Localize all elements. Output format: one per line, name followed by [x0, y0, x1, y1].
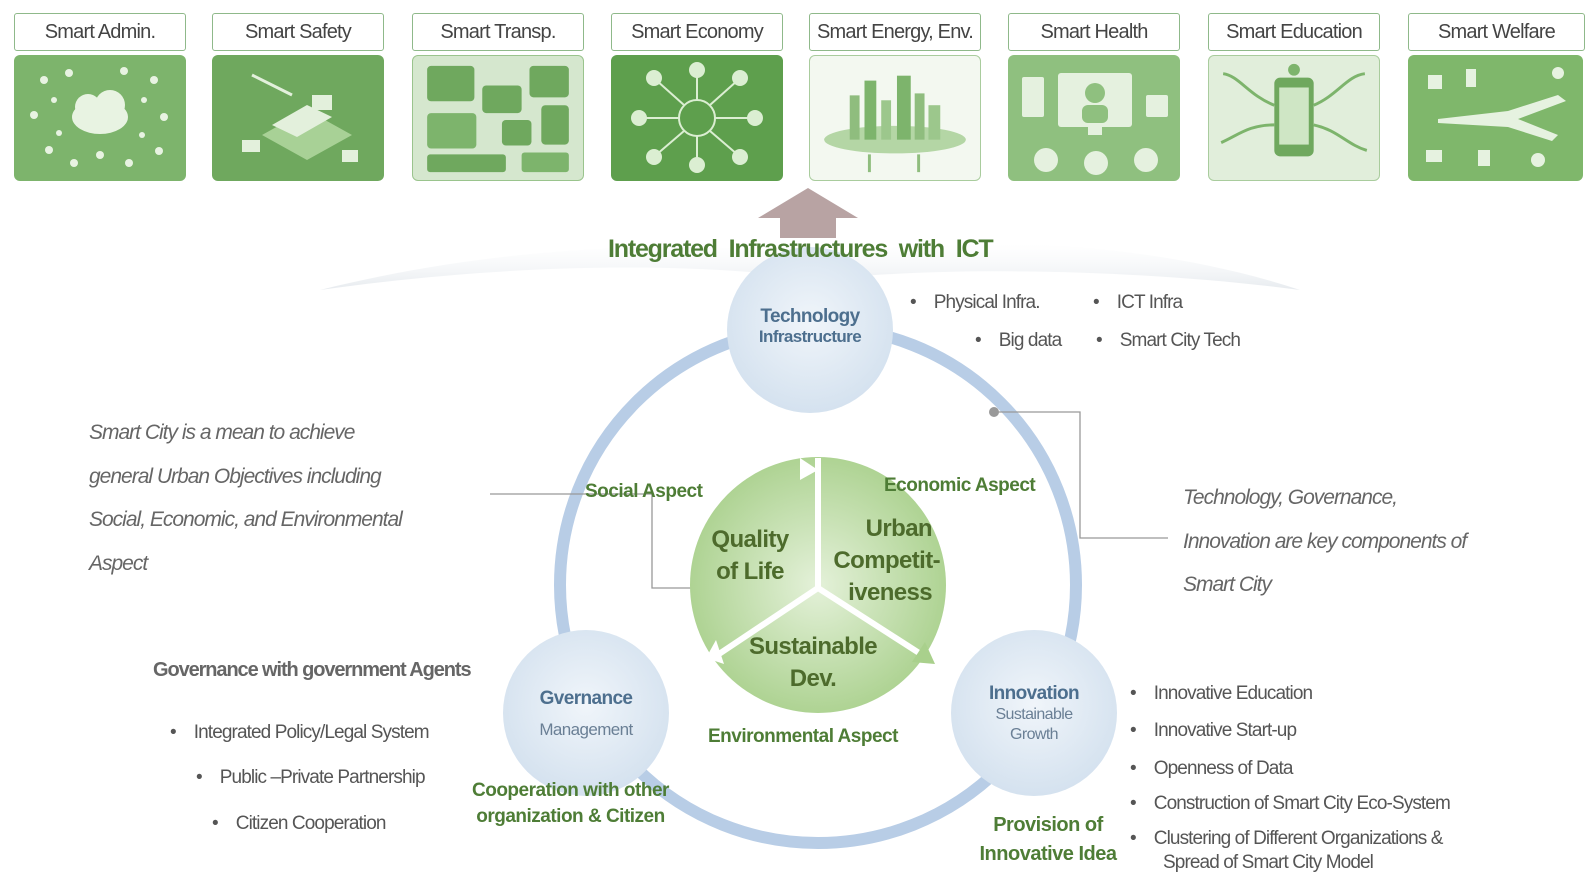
tech-node-title: Technology: [760, 306, 860, 327]
social-aspect-label: Social Aspect: [585, 481, 703, 502]
innov-bullet-ecosystem: Construction of Smart City Eco-System: [1130, 793, 1451, 815]
economic-aspect-label: Economic Aspect: [884, 475, 1036, 496]
left-note-line-3: Social, Economic, and Environmental: [89, 508, 403, 531]
innov-bullet-clustering: Clustering of Different Organizations &: [1130, 828, 1444, 850]
gov-bullet-policy: Integrated Policy/Legal System: [170, 722, 430, 744]
tile-label-transport: Smart Transp.: [412, 13, 584, 51]
tile-label-admin: Smart Admin.: [14, 13, 186, 51]
tile-label-welfare: Smart Welfare: [1408, 13, 1585, 51]
right-note-line-2: Innovation are key components of: [1183, 530, 1467, 553]
tile-image-health: [1008, 55, 1180, 181]
tech-bullet-smartcity: Smart City Tech: [1096, 330, 1241, 352]
gov-bullet-citizen: Citizen Cooperation: [212, 813, 387, 835]
gov-node-subtitle: Management: [539, 720, 633, 739]
tile-image-transport: [412, 55, 584, 181]
tile-label-health: Smart Health: [1008, 13, 1180, 51]
tech-bullet-physical: Physical Infra.: [910, 292, 1041, 314]
left-note-line-4: Aspect: [89, 552, 148, 575]
tech-node-subtitle: Infrastructure: [758, 327, 862, 346]
gov-bullet-ppp: Public –Private Partnership: [196, 767, 426, 789]
tile-label-safety: Smart Safety: [212, 13, 384, 51]
innov-bullet-education: Innovative Education: [1130, 683, 1313, 705]
tile-image-admin: [14, 55, 186, 181]
tile-image-education: [1208, 55, 1380, 181]
innov-node: [951, 630, 1117, 796]
innov-bullet-open-data: Openness of Data: [1130, 758, 1294, 780]
tile-label-education: Smart Education: [1208, 13, 1380, 51]
right-note-line-3: Smart City: [1183, 573, 1272, 596]
innov-node-title: Innovation: [988, 683, 1080, 704]
tile-image-energy: [809, 55, 981, 181]
gov-node-title: Gvernance: [539, 688, 633, 709]
left-note-line-1: Smart City is a mean to achieve: [89, 421, 355, 444]
left-note-line-2: general Urban Objectives including: [89, 465, 382, 488]
tile-image-economy: [611, 55, 783, 181]
tech-node: [727, 247, 893, 413]
tile-label-energy: Smart Energy, Env.: [809, 13, 981, 51]
gov-heading: Governance with government Agents: [153, 659, 472, 681]
banner-title: Integrated Infrastructures with ICT: [608, 235, 994, 263]
gov-node: [503, 630, 669, 796]
right-note-line-1: Technology, Governance,: [1183, 486, 1398, 509]
innov-bullet-clustering-cont: Spread of Smart City Model: [1163, 852, 1374, 873]
innov-bullet-startup: Innovative Start-up: [1130, 720, 1297, 742]
connector-right: [995, 411, 1168, 539]
up-arrow: [758, 188, 858, 238]
tile-image-safety: [212, 55, 384, 181]
tech-bullet-bigdata: Big data: [975, 330, 1062, 352]
environmental-aspect-label: Environmental Aspect: [708, 726, 898, 747]
tech-bullet-ict: ICT Infra: [1093, 292, 1183, 314]
tile-label-economy: Smart Economy: [611, 13, 783, 51]
tile-image-welfare: [1408, 55, 1583, 181]
